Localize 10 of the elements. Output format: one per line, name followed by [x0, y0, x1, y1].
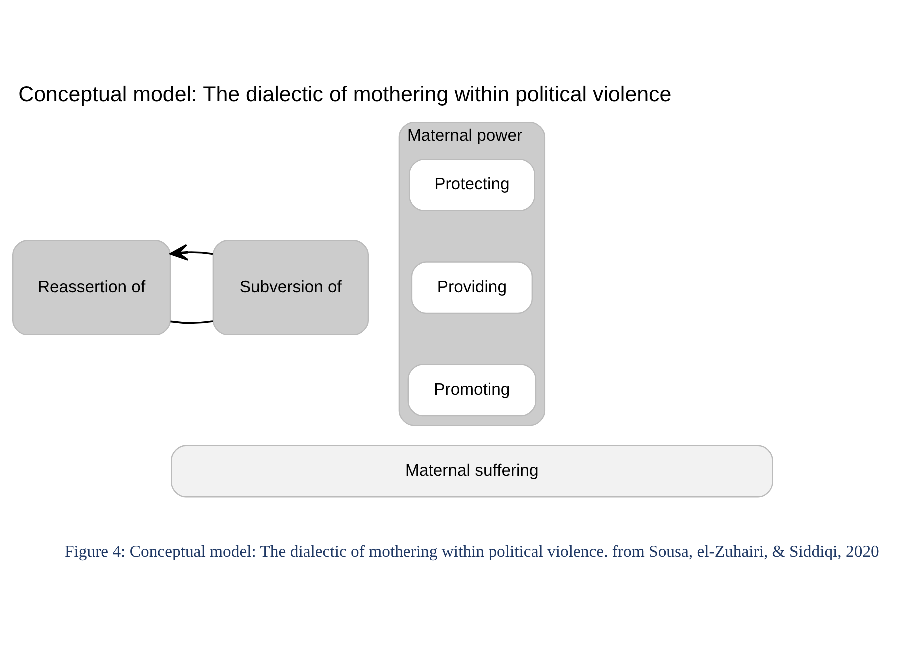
- node-box: Maternal suffering: [171, 445, 774, 498]
- caption: Figure 4: Conceptual model: The dialectic of mothering within political violence. from Sousa, el-Zuhairi, & Siddiqi, 2020: [64, 542, 880, 562]
- connector: [170, 320, 214, 324]
- node-box: Protecting: [409, 159, 536, 212]
- node-box: Providing: [411, 262, 533, 314]
- node-box: Subversion of: [212, 240, 370, 336]
- node-box: Reassertion of: [12, 240, 172, 336]
- diagram-title: Conceptual model: The dialectic of mothering within political violence: [18, 82, 672, 107]
- arrow: [170, 244, 214, 261]
- node-box: Promoting: [408, 364, 537, 417]
